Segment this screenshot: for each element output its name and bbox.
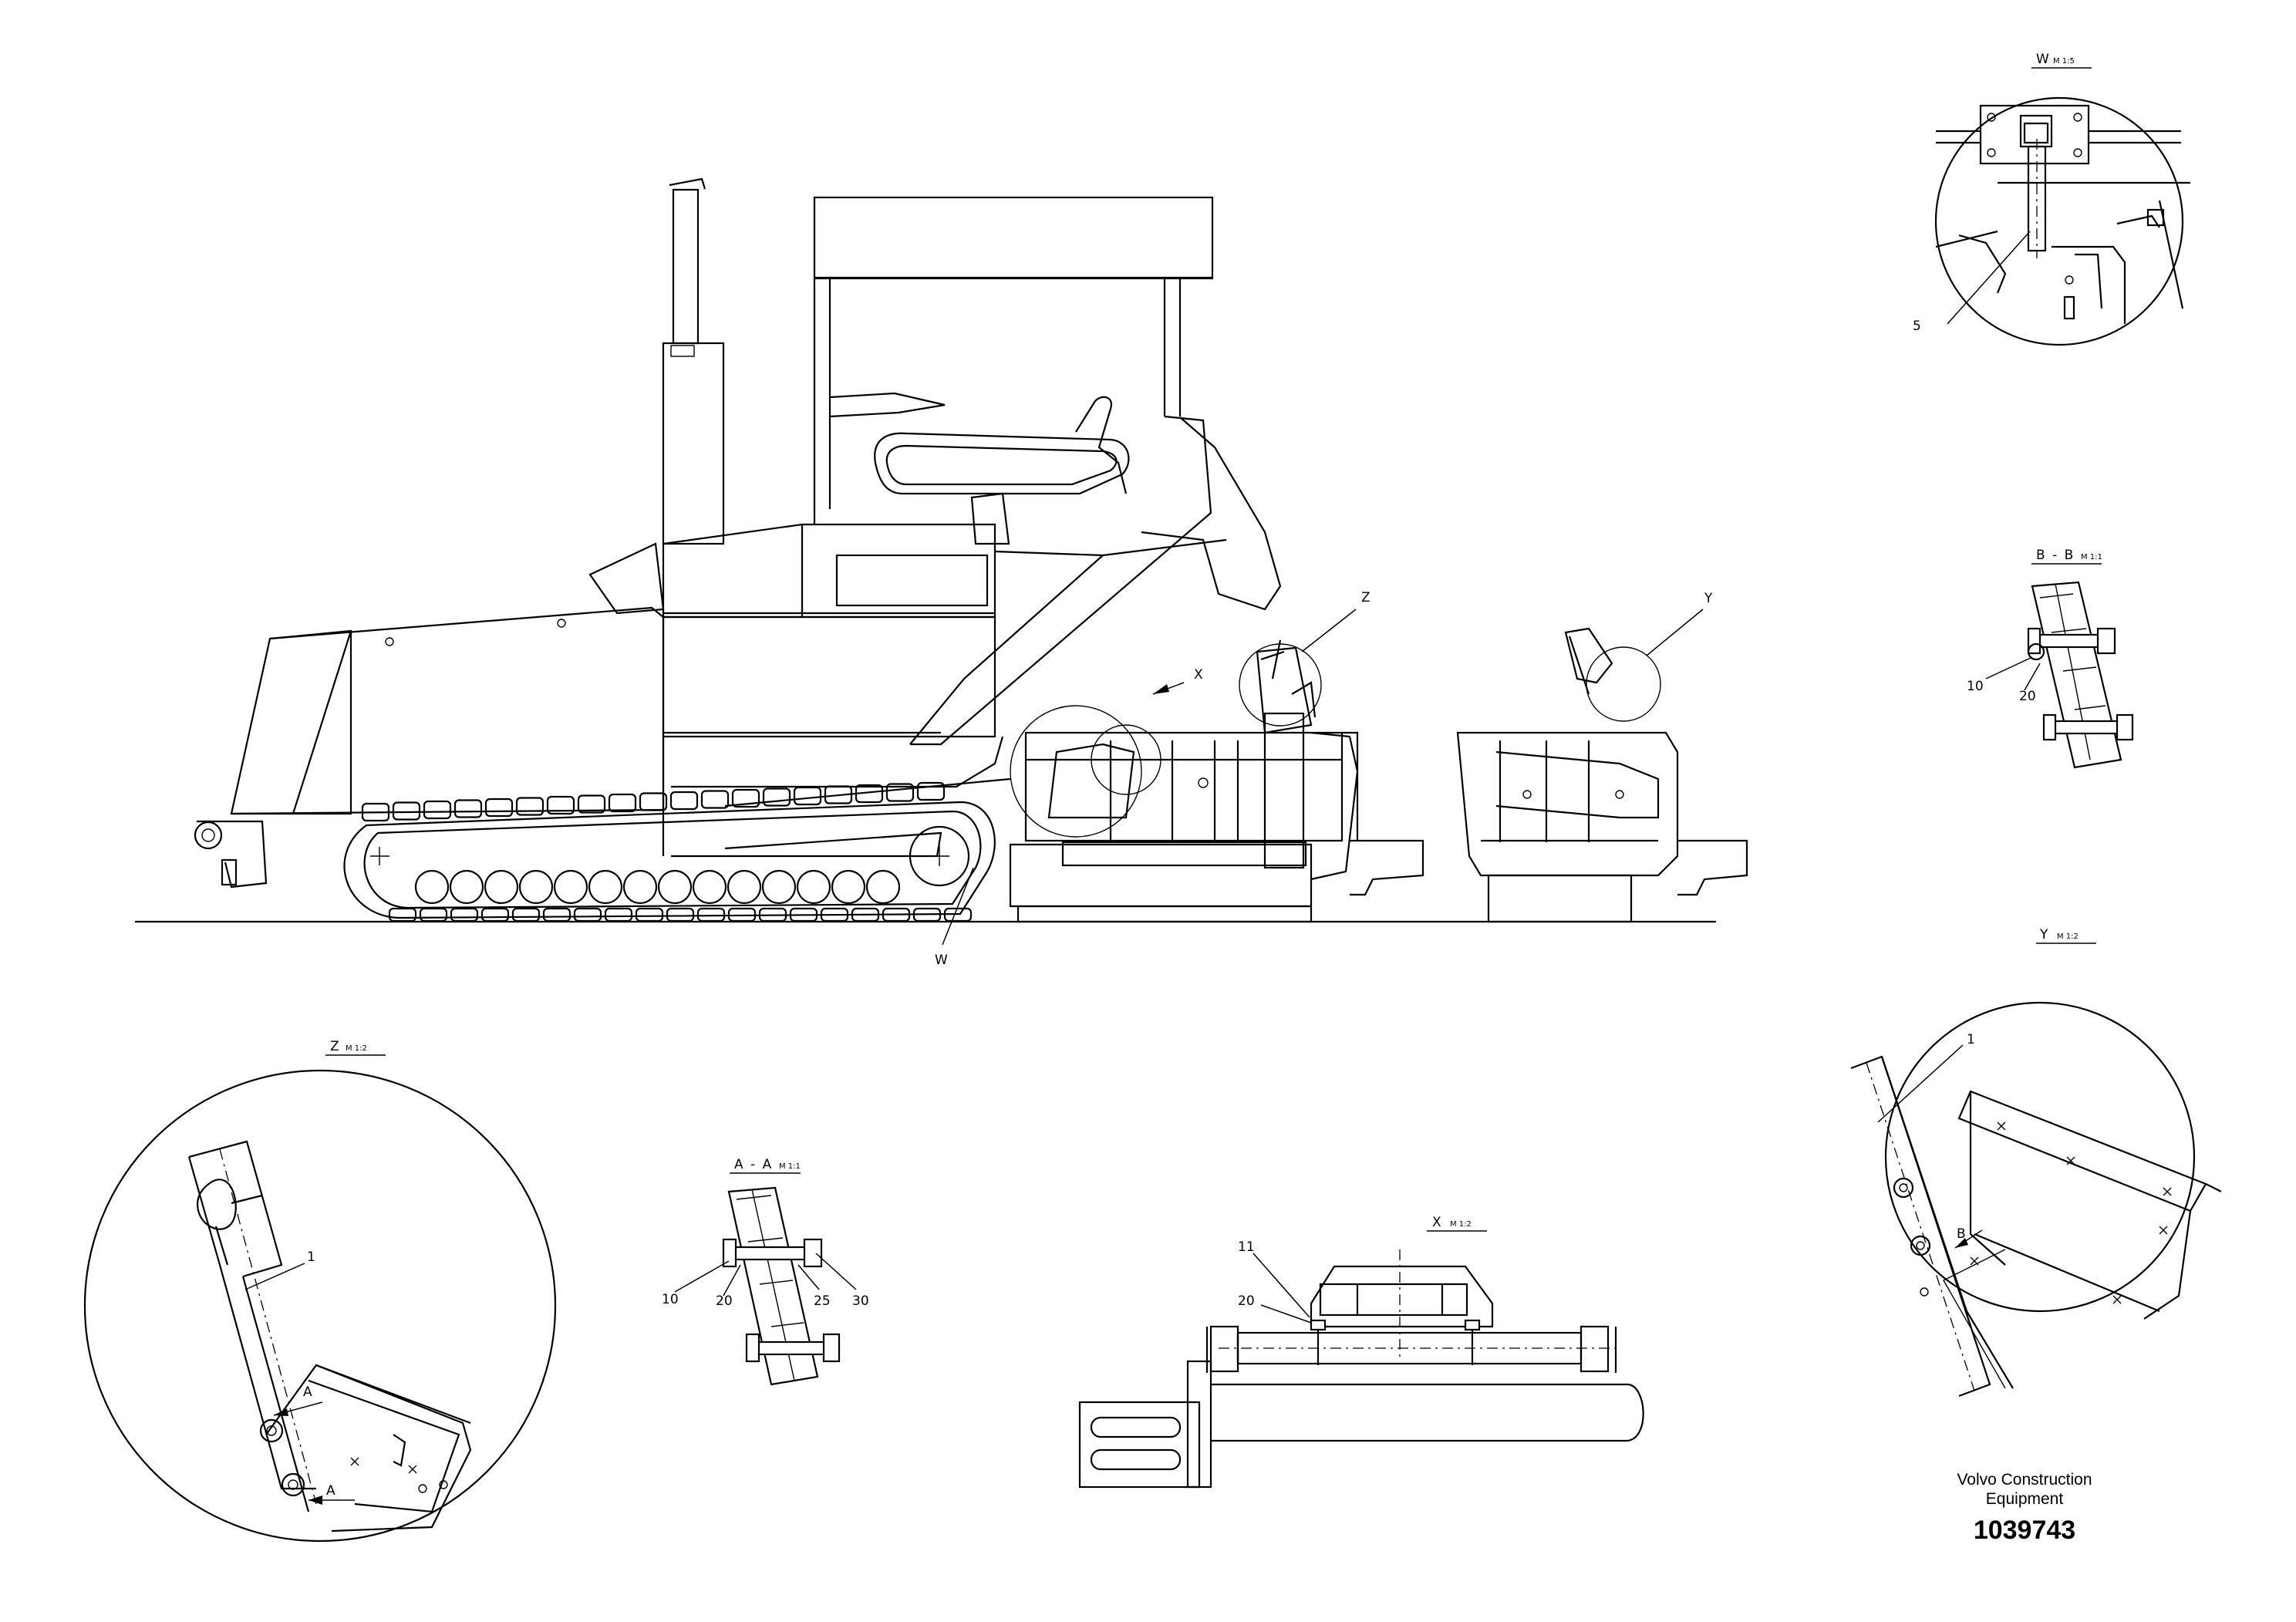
item-aa-30: 30 <box>852 1293 869 1309</box>
item-w-5: 5 <box>1913 319 1921 334</box>
track-pad <box>419 907 448 922</box>
road-wheel <box>518 869 554 905</box>
section-view-b-b: B - B M 1:1 10 20 <box>1967 548 2134 769</box>
track-pad <box>758 907 787 922</box>
view-x-scale: M 1:2 <box>1450 1220 1472 1229</box>
section-mark-b: B <box>1957 1226 1966 1242</box>
track-pad <box>855 784 884 804</box>
detail-view-x: X M 1:2 11 20 <box>1078 1215 1644 1489</box>
track-pad <box>484 798 514 818</box>
track-pad <box>666 907 695 922</box>
company-name-line1: Volvo Construction <box>1957 1471 2092 1489</box>
track-pad <box>912 907 942 922</box>
track-pad <box>608 793 637 813</box>
road-wheel <box>831 869 866 905</box>
road-wheels <box>414 869 901 905</box>
track-pad <box>762 787 791 807</box>
road-wheel <box>865 869 901 905</box>
view-x-letter: X <box>1432 1215 1443 1230</box>
track-pad <box>453 799 483 818</box>
track-pad <box>577 794 606 814</box>
track-pad <box>943 907 973 922</box>
callout-y: Y <box>1704 591 1713 606</box>
title-block: Volvo Construction Equipment 1039743 <box>1957 1471 2092 1545</box>
view-w-scale: M 1:5 <box>2053 57 2075 66</box>
company-name-line2: Equipment <box>1986 1490 2064 1508</box>
detail-view-w: W M 1:5 5 <box>1913 52 2190 346</box>
track-pad <box>669 791 699 811</box>
track-pad <box>546 795 575 815</box>
track-pad <box>916 781 946 801</box>
track-pad <box>423 800 452 820</box>
view-bb-letter: B - B <box>2036 548 2075 563</box>
track-pad <box>696 907 726 922</box>
item-aa-10: 10 <box>662 1292 679 1307</box>
track-pad <box>882 907 911 922</box>
track-pad <box>542 907 571 922</box>
section-mark-a-bottom: A <box>326 1483 335 1499</box>
track-pad <box>511 907 541 922</box>
track-pad <box>727 907 757 922</box>
item-bb-10: 10 <box>1967 679 1984 694</box>
road-wheel <box>657 869 693 905</box>
track-pad <box>851 907 880 922</box>
track-pad <box>450 907 479 922</box>
item-x-20: 20 <box>1238 1293 1255 1309</box>
track-pad <box>604 907 633 922</box>
track-pad <box>824 785 853 804</box>
track-pad <box>793 786 822 806</box>
track-pad <box>885 783 915 802</box>
track-pad <box>361 802 390 822</box>
view-z-scale: M 1:2 <box>346 1044 367 1053</box>
road-wheel <box>484 869 519 905</box>
item-bb-20: 20 <box>2019 689 2036 704</box>
view-bb-scale: M 1:1 <box>2081 553 2102 561</box>
track-pad <box>392 801 421 821</box>
track-pad <box>388 907 417 922</box>
detail-view-y: Y M 1:2 B 1 <box>1850 927 2222 1398</box>
track-pad <box>635 907 664 922</box>
section-view-a-a: A - A M 1:1 10 20 25 30 <box>662 1157 869 1386</box>
track-pad <box>639 792 668 811</box>
road-wheel <box>692 869 727 905</box>
item-z-1: 1 <box>307 1249 315 1265</box>
road-wheel <box>588 869 623 905</box>
road-wheel <box>796 869 831 905</box>
view-w-letter: W <box>2036 52 2051 67</box>
track-pad <box>515 797 544 816</box>
track-pad <box>700 790 730 809</box>
callout-w: W <box>935 953 948 968</box>
view-y-scale: M 1:2 <box>2057 932 2079 941</box>
track-pad <box>573 907 602 922</box>
track-pad <box>789 907 818 922</box>
road-wheel <box>727 869 762 905</box>
road-wheel <box>553 869 588 905</box>
main-view-callouts: Z Y X W <box>935 590 1713 968</box>
view-aa-letter: A - A <box>734 1157 773 1172</box>
view-aa-scale: M 1:1 <box>779 1162 801 1171</box>
view-y-letter: Y <box>2039 927 2049 943</box>
track-pad <box>480 907 510 922</box>
item-aa-25: 25 <box>814 1293 831 1309</box>
item-x-11: 11 <box>1238 1239 1255 1255</box>
track-pad <box>820 907 849 922</box>
section-mark-a-top: A <box>303 1384 312 1400</box>
view-z-letter: Z <box>330 1039 341 1054</box>
track-pad <box>731 788 760 808</box>
road-wheel <box>761 869 797 905</box>
paver-side-view <box>135 177 1748 923</box>
track-pads <box>361 781 973 922</box>
road-wheel <box>449 869 484 905</box>
item-aa-20: 20 <box>716 1293 733 1309</box>
road-wheel <box>622 869 658 905</box>
detail-view-z: Z M 1:2 A A 1 <box>83 1039 557 1543</box>
drawing-number: 1039743 <box>1974 1516 2075 1545</box>
callout-x: X <box>1194 667 1203 683</box>
item-y-1: 1 <box>1967 1032 1975 1047</box>
callout-z: Z <box>1361 590 1371 605</box>
road-wheel <box>414 869 450 905</box>
